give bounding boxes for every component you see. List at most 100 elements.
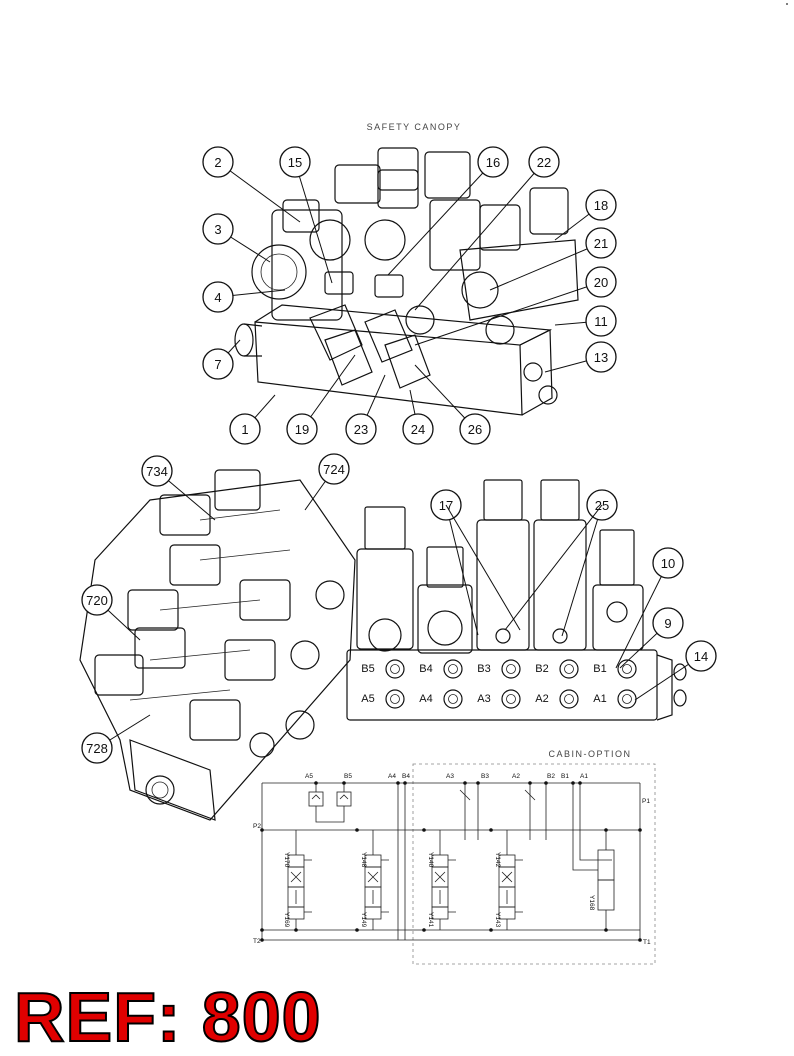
relief-valve — [590, 830, 615, 930]
callout-label: 15 — [288, 155, 302, 170]
callout-circle — [585, 305, 617, 337]
callout-label: 14 — [694, 649, 708, 664]
valve-label: Y140 — [427, 852, 434, 868]
callout-label: 16 — [486, 155, 500, 170]
valve-label: Y141 — [427, 912, 434, 928]
port-label: B1 — [593, 663, 606, 675]
junction-dot — [422, 828, 426, 832]
port-bore — [622, 694, 632, 704]
callout-26: 26 — [414, 364, 491, 445]
callout-circle — [202, 348, 234, 380]
port-B1: B1 — [593, 659, 637, 679]
callout-22: 22 — [414, 146, 560, 311]
schematic-port-label: B5 — [344, 773, 352, 780]
callout-2: 2 — [202, 146, 301, 223]
junction-dot — [571, 781, 575, 785]
schematic-port-label: B3 — [481, 773, 489, 780]
callout-label: 1 — [241, 422, 248, 437]
junction-dot — [604, 828, 608, 832]
schematic-line-label-p2: P2 — [253, 823, 261, 830]
directional-valve — [431, 830, 456, 930]
callout-leader — [217, 161, 301, 223]
callout-circle — [286, 413, 318, 445]
valve-label: Y143 — [494, 912, 501, 928]
callout-label: 7 — [214, 357, 221, 372]
callout-circle — [585, 341, 617, 373]
callout-circle — [685, 640, 717, 672]
callout-circle — [202, 213, 234, 245]
callout-circle — [229, 413, 261, 445]
port-fitting — [385, 689, 405, 709]
port-label: B4 — [419, 663, 432, 675]
left-valve-stack — [79, 469, 356, 821]
port-bore — [390, 664, 400, 674]
callout-label: 24 — [411, 422, 425, 437]
port-bore — [622, 664, 632, 674]
callout-9: 9 — [619, 607, 684, 669]
callout-14: 14 — [634, 640, 717, 701]
callout-circle — [585, 227, 617, 259]
port-label: B5 — [361, 663, 374, 675]
callout-label: 26 — [468, 422, 482, 437]
port-bore — [448, 664, 458, 674]
callout-label: 9 — [664, 616, 671, 631]
callout-circle — [141, 455, 173, 487]
callout-leader — [489, 242, 602, 291]
valve-label: Y142 — [494, 852, 501, 868]
junction-dot — [422, 928, 426, 932]
callout-19: 19 — [286, 354, 356, 445]
port-fitting — [559, 689, 579, 709]
callout-label: 13 — [594, 350, 608, 365]
callout-leader — [294, 161, 333, 284]
callout-23: 23 — [345, 374, 386, 445]
port-B3: B3 — [477, 659, 521, 679]
callout-724: 724 — [304, 453, 350, 511]
schematic-port-label: A5 — [305, 773, 313, 780]
junction-dot — [294, 928, 298, 932]
callout-circle — [81, 732, 113, 764]
callout-circle — [318, 453, 350, 485]
callout-leader — [414, 281, 602, 346]
junction-dot — [260, 938, 264, 942]
port-label: A2 — [535, 693, 548, 705]
callout-label: 4 — [214, 290, 221, 305]
port-bore — [506, 664, 516, 674]
port-A3: A3 — [477, 689, 521, 709]
callout-circle — [279, 146, 311, 178]
callout-720: 720 — [81, 584, 141, 641]
callout-label: 734 — [146, 464, 168, 479]
port-fitting — [617, 659, 637, 679]
callout-24: 24 — [402, 389, 434, 445]
corner-mark — [786, 3, 788, 5]
callout-label: 21 — [594, 236, 608, 251]
schematic-port-label: A4 — [388, 773, 396, 780]
callout-circle — [477, 146, 509, 178]
callout-1: 1 — [229, 394, 276, 445]
port-fitting — [443, 659, 463, 679]
callout-leader — [615, 562, 669, 669]
port-bore — [448, 694, 458, 704]
valve-label: Y169 — [283, 912, 290, 928]
port-fitting — [501, 689, 521, 709]
junction-dot — [260, 828, 264, 832]
callout-circle — [345, 413, 377, 445]
junction-dot — [528, 781, 532, 785]
callout-734: 734 — [141, 455, 216, 521]
callout-circle — [585, 266, 617, 298]
callout-circle — [652, 547, 684, 579]
junction-dot — [578, 781, 582, 785]
callout-leader-extra — [504, 504, 603, 631]
callout-label: 19 — [295, 422, 309, 437]
callout-label: 23 — [354, 422, 368, 437]
junction-dot — [489, 928, 493, 932]
callout-label: 22 — [537, 155, 551, 170]
schematic-port-label: A1 — [580, 773, 588, 780]
port-label: A5 — [361, 693, 374, 705]
front-manifold-view — [346, 479, 687, 721]
callout-728: 728 — [81, 714, 151, 764]
schematic-port-label: A3 — [446, 773, 454, 780]
callout-label: 10 — [661, 556, 675, 571]
